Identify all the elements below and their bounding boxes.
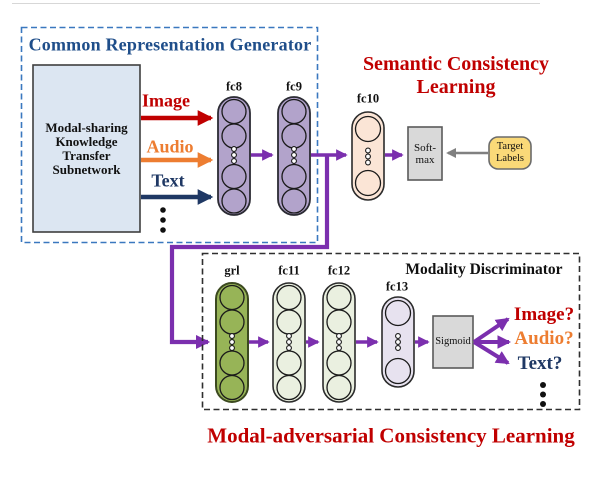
subnetwork-line-2: Knowledge bbox=[55, 133, 118, 149]
layer-fc12-capsule bbox=[322, 282, 356, 403]
target-labels-label: Target Labels bbox=[496, 141, 524, 165]
fc12-label: fc12 bbox=[327, 263, 351, 278]
output-ellipsis-icon bbox=[540, 382, 546, 407]
output-image-label: Image? bbox=[513, 304, 575, 325]
sigmoid-box bbox=[432, 315, 474, 369]
layer-fc8-capsule bbox=[217, 96, 251, 216]
layer-fc10-capsule bbox=[351, 111, 385, 201]
grl-label: grl bbox=[224, 263, 240, 278]
subnetwork-line-4: Subnetwork bbox=[52, 161, 121, 177]
softmax-line-2: max bbox=[415, 153, 435, 166]
generator-title: Common Representation Generator bbox=[28, 34, 312, 55]
softmax-box bbox=[407, 126, 443, 181]
discriminator-box bbox=[201, 252, 581, 411]
subnetwork-label: Modal-sharing Knowledge Transfer Subnetw… bbox=[45, 119, 128, 177]
layer-fc9-capsule bbox=[277, 96, 311, 216]
target-line-1: Target bbox=[496, 141, 524, 152]
fc9-label: fc9 bbox=[286, 79, 302, 94]
footer-heading: Modal-adversarial Consistency Learning bbox=[207, 423, 575, 448]
subnetwork-line-1: Modal-sharing bbox=[45, 119, 128, 135]
semantic-heading: Semantic Consistency Learning bbox=[362, 53, 550, 98]
layer-grl-capsule bbox=[215, 282, 249, 403]
input-ellipsis-icon bbox=[160, 207, 166, 233]
output-text-label: Text? bbox=[517, 353, 563, 374]
fc9-grl-connector bbox=[169, 155, 330, 350]
output-arrow-image bbox=[472, 317, 510, 344]
softmax-label: Soft- max bbox=[414, 142, 436, 166]
target-line-2: Labels bbox=[496, 153, 524, 164]
discriminator-title: Modality Discriminator bbox=[405, 261, 563, 278]
output-audio-label: Audio? bbox=[514, 328, 574, 349]
target-labels-box bbox=[488, 136, 532, 170]
text-input-label: Text bbox=[151, 170, 185, 191]
layer-fc11-capsule bbox=[272, 282, 306, 403]
subnetwork-line-3: Transfer bbox=[62, 147, 111, 163]
audio-input-label: Audio bbox=[146, 136, 194, 157]
sigmoid-label: Sigmoid bbox=[435, 336, 471, 347]
softmax-line-1: Soft- bbox=[414, 141, 436, 154]
output-arrow-text bbox=[472, 340, 510, 365]
layer-fc13-capsule bbox=[381, 296, 415, 388]
image-input-label: Image bbox=[142, 90, 190, 111]
fc11-label: fc11 bbox=[278, 263, 300, 278]
subnetwork-box bbox=[32, 64, 141, 233]
generator-box bbox=[20, 26, 319, 244]
fc8-label: fc8 bbox=[226, 79, 242, 94]
fc13-label: fc13 bbox=[385, 279, 409, 294]
fc10-label: fc10 bbox=[356, 91, 380, 106]
